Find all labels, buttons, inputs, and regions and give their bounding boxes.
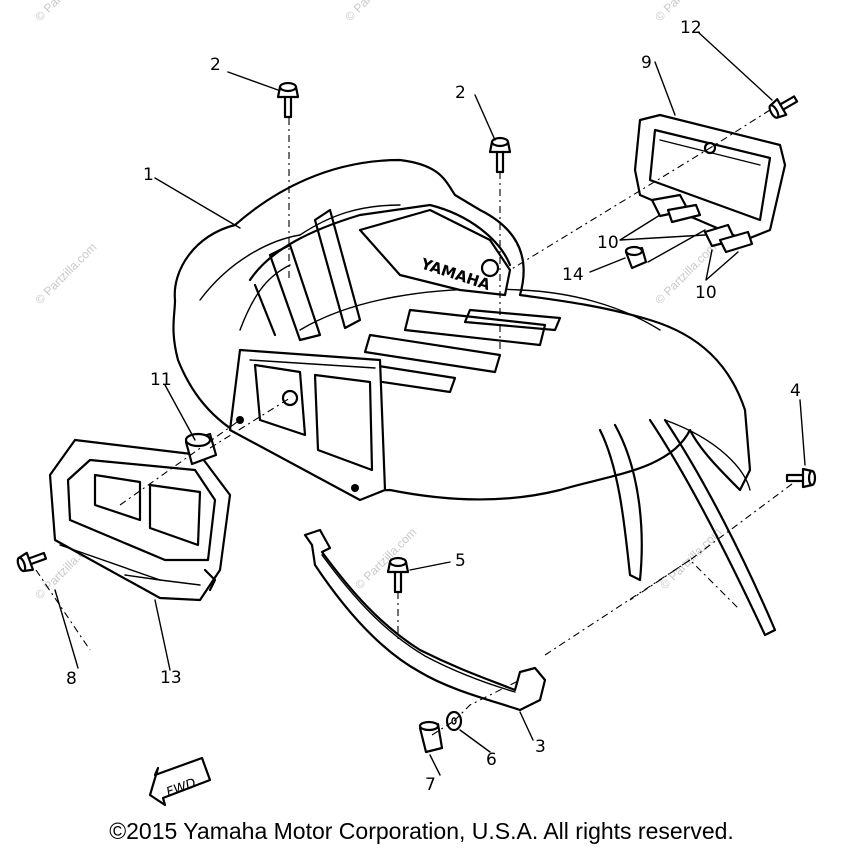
callout-7: 7 <box>425 775 436 795</box>
callout-13: 13 <box>160 668 182 688</box>
callout-2: 2 <box>455 83 466 103</box>
bolt <box>768 95 799 119</box>
watermark: © Partzilla.com <box>352 525 419 592</box>
bolt <box>488 136 512 174</box>
callout-12: 12 <box>680 18 702 38</box>
stay-bracket <box>303 528 547 712</box>
callouts: 1 2 2 3 4 5 6 7 8 9 10 10 11 12 13 14 <box>66 18 801 795</box>
bolt <box>276 81 300 119</box>
callout-11: 11 <box>150 370 172 390</box>
callout-10: 10 <box>695 283 717 303</box>
assembly-lines <box>35 109 793 736</box>
fwd-arrow: FWD <box>148 756 212 807</box>
callout-9: 9 <box>641 53 652 73</box>
taillight-assembly <box>633 113 787 242</box>
callout-8: 8 <box>66 669 77 689</box>
bolt <box>785 467 817 489</box>
headlight-bezel <box>48 438 232 602</box>
callout-14: 14 <box>562 265 584 285</box>
grommet <box>624 245 648 270</box>
leader-lines <box>54 31 806 776</box>
watermark: © Partzilla.com <box>32 240 99 307</box>
front-fender: YAMAHA <box>172 158 777 637</box>
spacer <box>184 432 218 466</box>
watermark: © Partzilla.com <box>657 525 724 592</box>
watermark: © Partzilla.com <box>32 0 99 24</box>
callout-4: 4 <box>790 381 801 401</box>
copyright-notice: ©2015 Yamaha Motor Corporation, U.S.A. A… <box>109 818 734 844</box>
callout-3: 3 <box>535 737 546 757</box>
watermark: © Partzilla.com <box>342 0 409 24</box>
callout-1: 1 <box>143 165 154 185</box>
bolt <box>16 551 48 573</box>
callout-6: 6 <box>486 750 497 770</box>
nut <box>418 720 444 754</box>
callout-5: 5 <box>455 551 466 571</box>
bolt <box>386 556 410 594</box>
callout-10: 10 <box>597 233 619 253</box>
callout-2: 2 <box>210 55 221 75</box>
reflector-pads <box>650 193 754 254</box>
